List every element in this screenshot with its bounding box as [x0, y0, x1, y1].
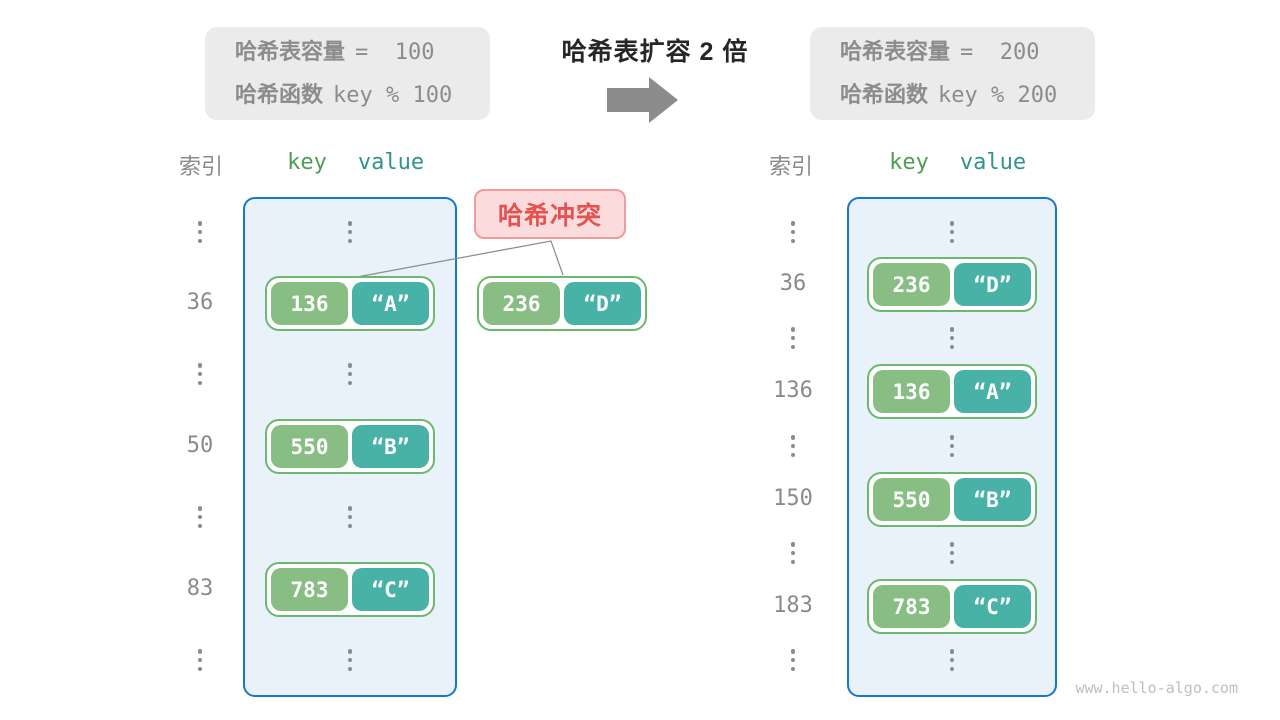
hash-function-label: 哈希函数 [235, 82, 324, 107]
right-pair-136-A: 136 “A” [867, 364, 1037, 419]
capacity-200-info-box: 哈希表容量 = 200 哈希函数 key % 200 [810, 27, 1095, 120]
pair-value-box: “A” [352, 282, 429, 325]
ellipsis-dots [195, 363, 205, 385]
collision-pair-236-D: 236 “D” [477, 276, 647, 331]
ellipsis-dots [788, 435, 798, 457]
left-pair-783-C: 783 “C” [265, 562, 435, 617]
pair-key-box: 136 [271, 282, 348, 325]
capacity-value: = 100 [355, 40, 435, 65]
capacity-label: 哈希表容量 [840, 39, 951, 64]
left-index-label: 36 [186, 290, 214, 315]
ellipsis-dots [195, 221, 205, 243]
ellipsis-dots [195, 506, 205, 528]
hash-function-line: 哈希函数 key % 200 [840, 74, 1095, 117]
hash-function-formula: key % 200 [938, 83, 1058, 108]
ellipsis-dots [947, 649, 957, 671]
right-pair-783-C: 783 “C” [867, 579, 1037, 634]
ellipsis-dots [788, 327, 798, 349]
left-pair-550-B: 550 “B” [265, 419, 435, 474]
right-key-header: key [889, 150, 929, 175]
pair-value-box: “B” [954, 478, 1031, 521]
pair-value-box: “D” [954, 263, 1031, 306]
capacity-value: = 200 [960, 40, 1040, 65]
right-arrow-icon [607, 77, 678, 123]
capacity-line: 哈希表容量 = 200 [840, 31, 1095, 74]
left-index-label: 50 [186, 433, 214, 458]
ellipsis-dots [788, 221, 798, 243]
pair-key-box: 783 [271, 568, 348, 611]
hash-function-formula: key % 100 [333, 83, 453, 108]
left-pair-136-A: 136 “A” [265, 276, 435, 331]
right-index-label: 183 [773, 593, 813, 618]
capacity-100-info-box: 哈希表容量 = 100 哈希函数 key % 100 [205, 27, 490, 120]
right-index-header: 索引 [768, 154, 813, 179]
capacity-label: 哈希表容量 [235, 39, 346, 64]
left-index-header: 索引 [178, 154, 223, 179]
right-pair-236-D: 236 “D” [867, 257, 1037, 312]
ellipsis-dots [195, 649, 205, 671]
pair-key-box: 236 [483, 282, 560, 325]
pair-key-box: 783 [873, 585, 950, 628]
hash-collision-badge: 哈希冲突 [474, 189, 626, 239]
ellipsis-dots [788, 542, 798, 564]
resize-title: 哈希表扩容 2 倍 [561, 38, 749, 66]
ellipsis-dots [947, 327, 957, 349]
left-index-label: 83 [186, 576, 214, 601]
ellipsis-dots [947, 221, 957, 243]
right-index-label: 150 [773, 486, 813, 511]
pair-value-box: “A” [954, 370, 1031, 413]
ellipsis-dots [345, 506, 355, 528]
right-pair-550-B: 550 “B” [867, 472, 1037, 527]
watermark-url: www.hello-algo.com [1075, 679, 1238, 697]
hash-function-label: 哈希函数 [840, 82, 929, 107]
pair-key-box: 550 [271, 425, 348, 468]
pair-value-box: “C” [954, 585, 1031, 628]
right-index-label: 36 [779, 271, 807, 296]
pair-key-box: 550 [873, 478, 950, 521]
pair-key-box: 236 [873, 263, 950, 306]
capacity-line: 哈希表容量 = 100 [235, 31, 490, 74]
pair-value-box: “D” [564, 282, 641, 325]
ellipsis-dots [345, 649, 355, 671]
pair-value-box: “B” [352, 425, 429, 468]
ellipsis-dots [947, 435, 957, 457]
left-key-header: key [287, 150, 327, 175]
pair-key-box: 136 [873, 370, 950, 413]
left-value-header: value [357, 150, 425, 175]
hash-function-line: 哈希函数 key % 100 [235, 74, 490, 117]
ellipsis-dots [947, 542, 957, 564]
right-value-header: value [959, 150, 1027, 175]
ellipsis-dots [345, 221, 355, 243]
pair-value-box: “C” [352, 568, 429, 611]
right-index-label: 136 [773, 378, 813, 403]
ellipsis-dots [345, 363, 355, 385]
ellipsis-dots [788, 649, 798, 671]
